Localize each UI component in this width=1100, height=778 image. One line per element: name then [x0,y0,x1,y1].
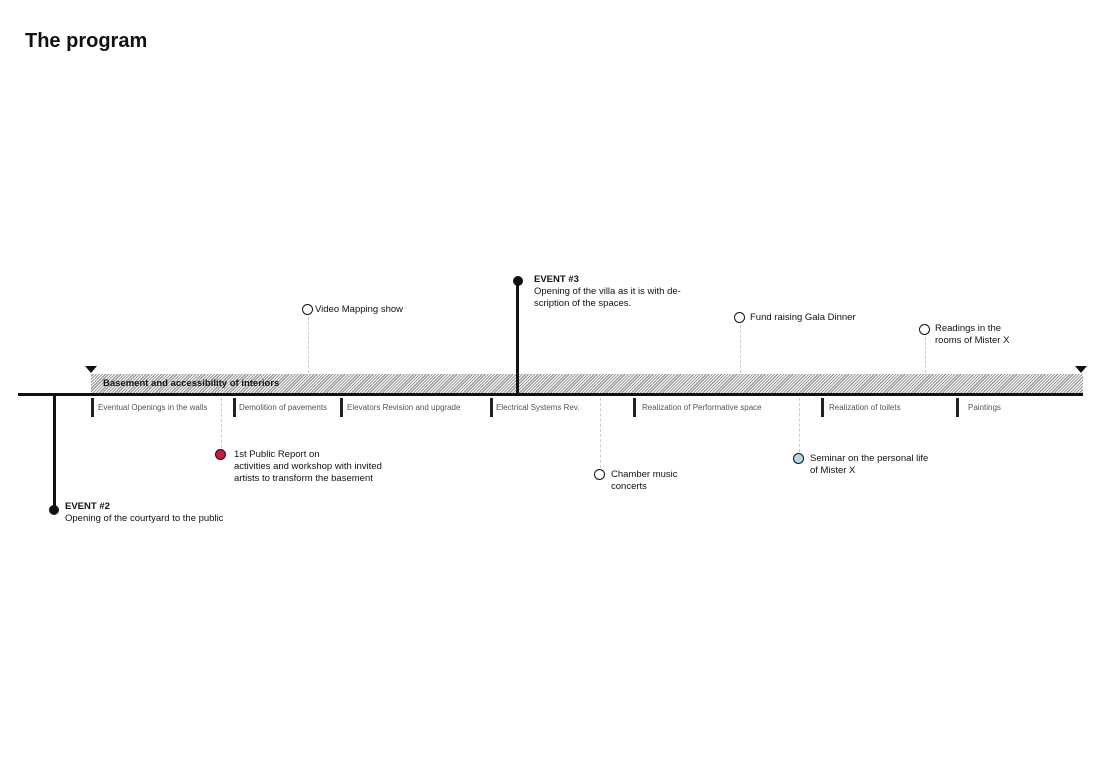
activity-label: Seminar on the personal life of Mister X [810,453,929,476]
timeline-axis [18,393,1083,396]
activity-marker [594,469,605,480]
connector [740,325,741,373]
connector [308,317,309,373]
start-marker-icon [85,366,97,373]
event-desc: Opening of the villa as it is with de- s… [534,286,681,309]
activity-label: 1st Public Report on activities and work… [234,449,382,484]
task-label: Realization of Performative space [642,403,762,412]
task-label: Elevators Revision and upgrade [347,403,461,412]
activity-marker [734,312,745,323]
activity-marker [302,304,313,315]
end-marker-icon [1075,366,1087,373]
connector [925,337,926,373]
task-tick [91,398,94,417]
task-label: Electrical Systems Rev. [496,403,580,412]
band-label: Basement and accessibility of interiors [103,378,280,389]
event-title: EVENT #2 [65,501,110,512]
activity-label: Video Mapping show [315,304,404,315]
activity-marker-highlight [793,453,804,464]
activity-marker-highlight [215,449,226,460]
event-2-stem [53,394,56,510]
task-tick [956,398,959,417]
task-tick [340,398,343,417]
connector [221,398,222,448]
task-label: Demolition of pavements [239,403,328,412]
event-desc: Opening of the courtyard to the public [65,513,224,524]
task-tick [233,398,236,417]
connector [600,398,601,468]
page-title: The program [25,30,148,52]
event-3-stem [516,281,519,394]
task-tick [633,398,636,417]
activity-label: Readings in the rooms of Mister X [935,323,1010,346]
activity-label: Chamber music concerts [611,469,678,492]
task-tick [821,398,824,417]
event-title: EVENT #3 [534,274,579,285]
connector [799,398,800,452]
activity-marker [919,324,930,335]
task-label: Eventual Openings in the walls [98,403,208,412]
basement-phase-band [91,374,1083,393]
activity-label: Fund raising Gala Dinner [750,312,856,323]
task-tick [490,398,493,417]
task-label: Paintings [968,403,1001,412]
event-2-dot [49,505,59,515]
task-label: Realization of toilets [829,403,901,412]
event-3-dot [513,276,523,286]
